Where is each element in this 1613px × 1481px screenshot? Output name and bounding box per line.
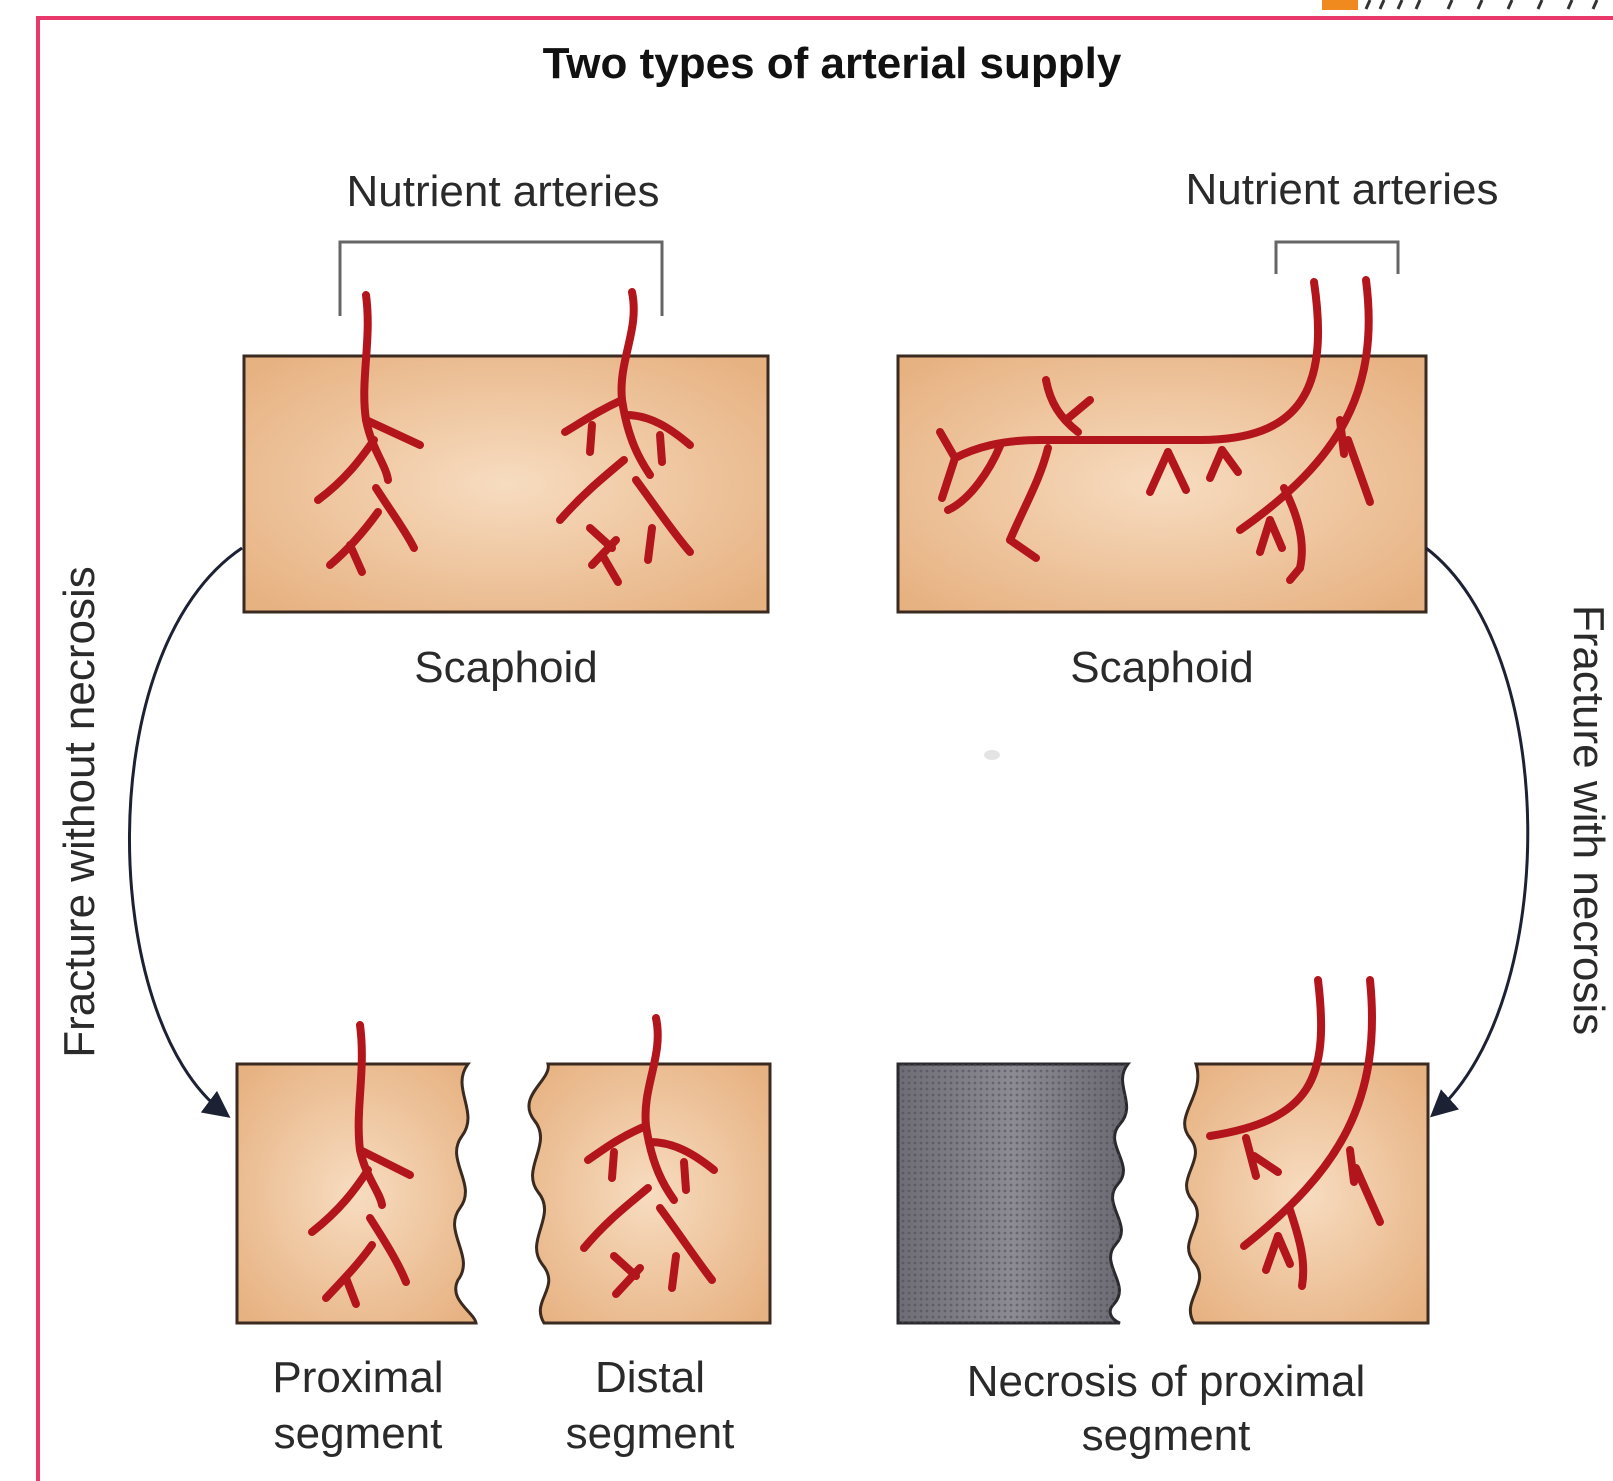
left-nutrient-arteries-label: Nutrient arteries <box>346 167 659 216</box>
right-nutrient-arteries-label: Nutrient arteries <box>1185 165 1498 214</box>
left-scaphoid-label: Scaphoid <box>414 643 597 692</box>
smudge-mark <box>984 750 1000 760</box>
distal-segment-label-line2: segment <box>566 1409 735 1458</box>
necrotic-proximal-segment <box>898 1064 1128 1323</box>
diagram-title: Two types of arterial supply <box>543 39 1122 88</box>
right-nutrient-bracket <box>1276 242 1398 274</box>
right-scaphoid-label: Scaphoid <box>1070 643 1253 692</box>
left-nutrient-bracket <box>340 242 662 316</box>
necrosis-label-line2: segment <box>1082 1411 1251 1460</box>
left-scaphoid-bone <box>244 356 768 612</box>
necrosis-label-line1: Necrosis of proximal <box>967 1357 1366 1406</box>
proximal-segment-label-line1: Proximal <box>272 1353 443 1402</box>
proximal-segment-label-line2: segment <box>274 1409 443 1458</box>
left-fracture-label: Fracture without necrosis <box>55 566 104 1058</box>
right-fracture-arrow <box>1426 548 1528 1112</box>
distal-segment-label-line1: Distal <box>595 1353 705 1402</box>
right-fracture-label: Fracture with necrosis <box>1564 605 1613 1035</box>
left-fracture-arrow <box>129 548 242 1113</box>
